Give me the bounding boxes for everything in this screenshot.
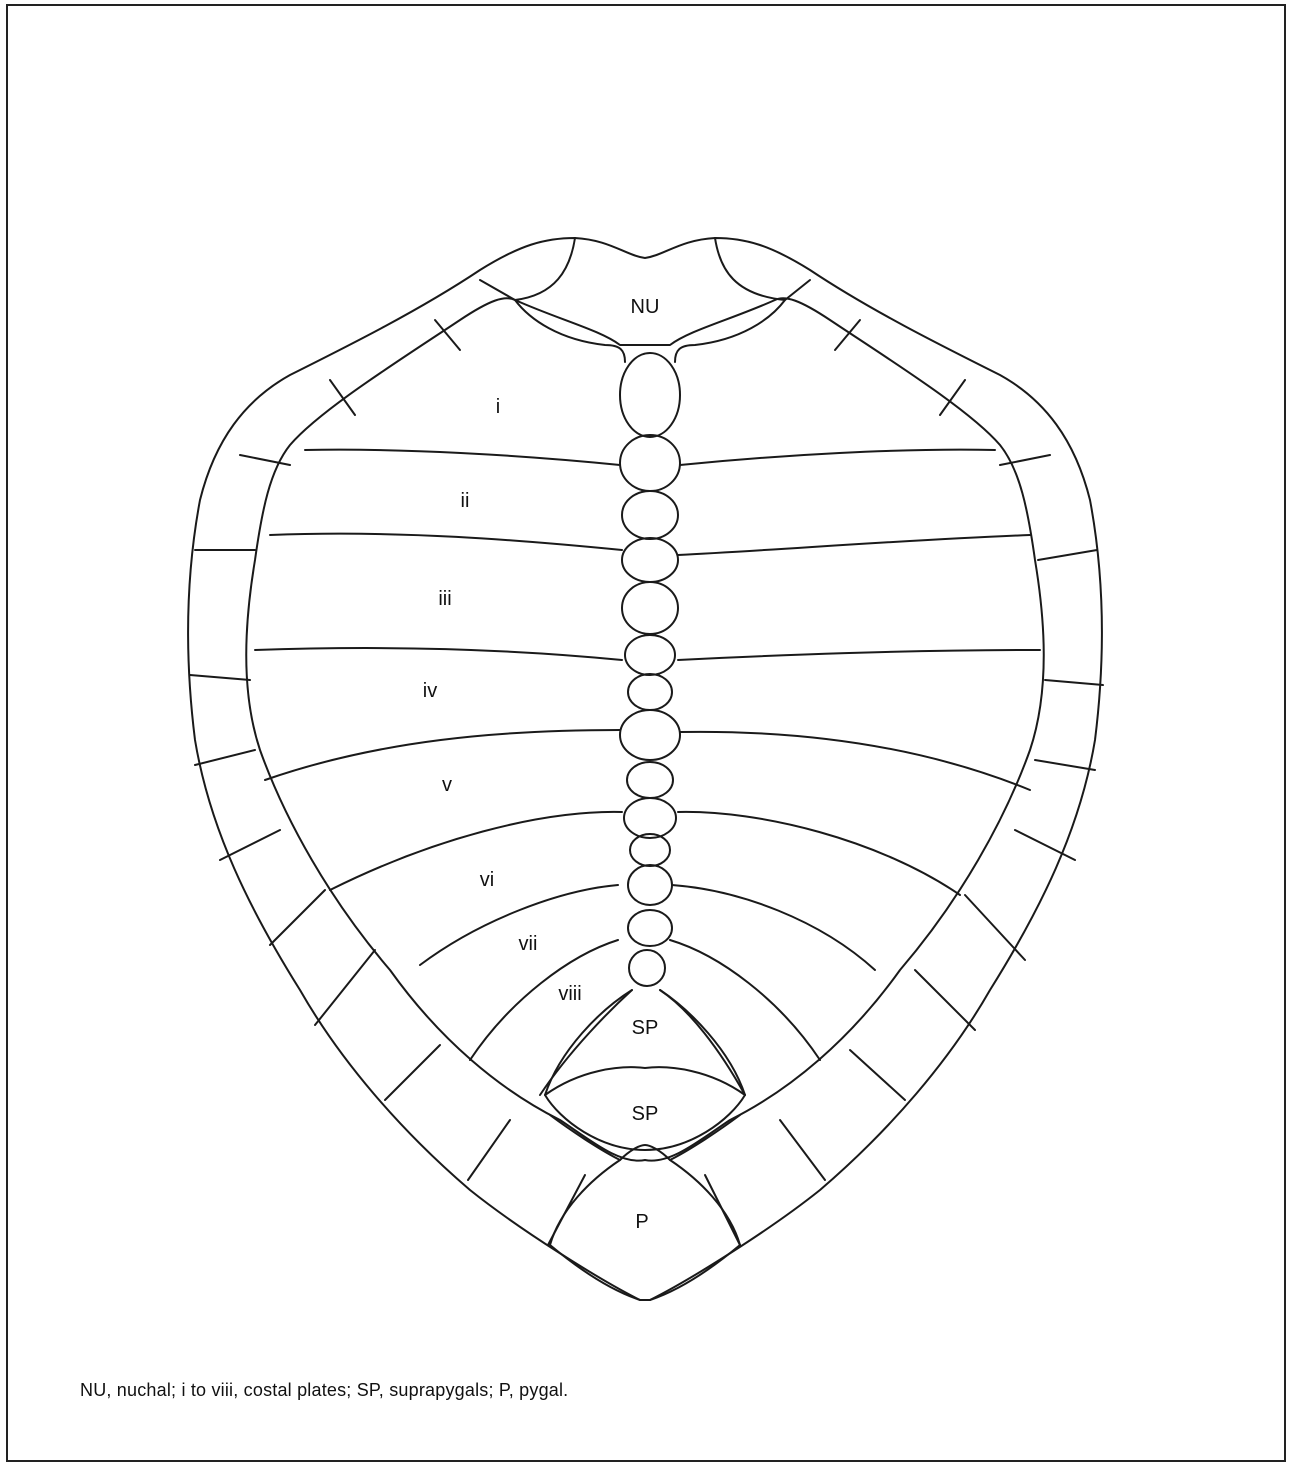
label-pygal: P (635, 1211, 648, 1233)
neural-5 (622, 582, 678, 634)
costal-suture-left-7 (470, 940, 618, 1060)
marginal-suture-right-6 (1045, 680, 1103, 685)
neural-13 (628, 910, 672, 946)
marginal-suture-right-5 (1038, 550, 1097, 560)
label-costal-7: vii (519, 933, 538, 955)
marginal-suture-right-10 (915, 970, 975, 1030)
costal-suture-right-3 (678, 650, 1040, 660)
costal-suture-right-6 (672, 885, 875, 970)
marginal-suture-left-10 (315, 950, 375, 1025)
costal-suture-right-8 (660, 990, 745, 1095)
marginal-suture-right-7 (1035, 760, 1095, 770)
neural-3 (622, 491, 678, 539)
suprapygal-1-outline (545, 990, 745, 1095)
costal-suture-left-5 (330, 812, 622, 890)
marginal-suture-right-2 (835, 320, 860, 350)
label-costal-4: iv (423, 680, 437, 702)
neural-12 (628, 865, 672, 905)
label-costal-3: iii (438, 588, 451, 610)
shell-outer-edge (188, 238, 1102, 1300)
marginal-suture-left-9 (270, 890, 325, 945)
marginal-suture-right-11 (850, 1050, 905, 1100)
label-nuchal: NU (631, 296, 660, 318)
marginal-suture-left-13 (548, 1175, 585, 1245)
neural-8 (620, 710, 680, 760)
neural-10 (624, 798, 676, 838)
costal-suture-left-2 (270, 534, 622, 550)
costal-suture-left-1 (305, 450, 620, 465)
neural-2 (620, 435, 680, 491)
costal-suture-left-3 (255, 648, 622, 660)
marginal-suture-right-12 (780, 1120, 825, 1180)
marginal-suture-right-1 (785, 280, 810, 300)
neural-9 (627, 762, 673, 798)
label-suprapygal-1: SP (632, 1017, 659, 1039)
costal-suture-left-8 (540, 990, 632, 1095)
neural-14 (629, 950, 665, 986)
costal-suture-right-7 (670, 940, 820, 1060)
label-costal-2: ii (461, 490, 470, 512)
label-suprapygal-2: SP (632, 1103, 659, 1125)
marginal-suture-right-13 (705, 1175, 740, 1245)
carapace-outline (188, 238, 1103, 1300)
label-costal-5: v (442, 774, 452, 796)
neural-1 (620, 353, 680, 437)
label-costal-6: vi (480, 869, 494, 891)
label-costal-1: i (496, 396, 500, 418)
marginal-suture-left-6 (190, 675, 250, 680)
marginal-suture-left-11 (385, 1045, 440, 1100)
marginal-suture-right-9 (965, 895, 1025, 960)
figure-caption: NU, nuchal; i to viii, costal plates; SP… (80, 1380, 568, 1401)
neural-6 (625, 635, 675, 675)
marginal-suture-left-8 (220, 830, 280, 860)
label-costal-8: viii (558, 983, 581, 1005)
marginal-suture-left-7 (195, 750, 255, 765)
costal-suture-left-4 (265, 730, 620, 780)
costal-suture-right-4 (680, 732, 1030, 790)
costal-suture-right-2 (678, 535, 1030, 555)
costal-suture-right-1 (680, 450, 995, 465)
costal-suture-right-5 (678, 812, 960, 895)
marginal-suture-left-1 (480, 280, 515, 300)
neural-7 (628, 674, 672, 710)
marginal-suture-left-3 (330, 380, 355, 415)
neural-4 (622, 538, 678, 582)
marginal-suture-left-12 (468, 1120, 510, 1180)
